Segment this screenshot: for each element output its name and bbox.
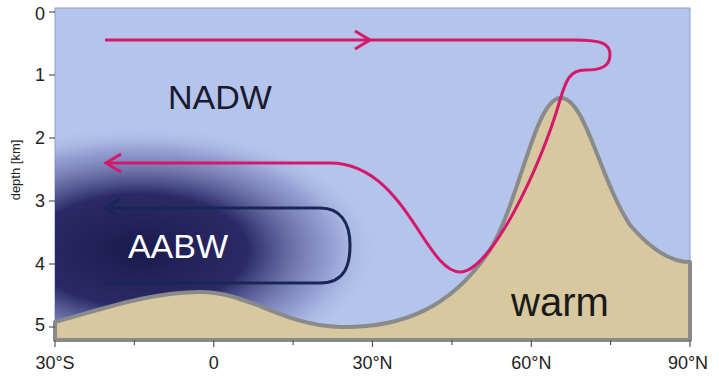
tick-label: 0 <box>209 354 219 372</box>
tick-label: 0 <box>35 5 45 23</box>
region-label: warm <box>511 282 609 322</box>
nadw-arrowhead <box>355 31 370 49</box>
tick-label: 5 <box>35 316 45 334</box>
aabw-flow <box>105 208 350 283</box>
tick-label: 4 <box>35 255 45 273</box>
tick-label: 1 <box>35 66 45 84</box>
water-mass-label: AABW <box>128 229 228 263</box>
tick-label: 2 <box>35 129 45 147</box>
axis-ticks <box>49 12 690 347</box>
tick-label: 3 <box>35 192 45 210</box>
nadw-flow <box>105 40 610 272</box>
sea-floor <box>55 98 690 340</box>
tick-label: 90°N <box>668 354 708 372</box>
tick-label: 30°N <box>352 354 392 372</box>
nadw-arrowhead <box>106 154 121 172</box>
tick-label: 60°N <box>511 354 551 372</box>
aabw-arrowhead <box>106 199 120 217</box>
water-mass-label: NADW <box>168 80 272 114</box>
axis-title: depth [km] <box>9 140 22 201</box>
tick-label: 30°S <box>35 354 74 372</box>
